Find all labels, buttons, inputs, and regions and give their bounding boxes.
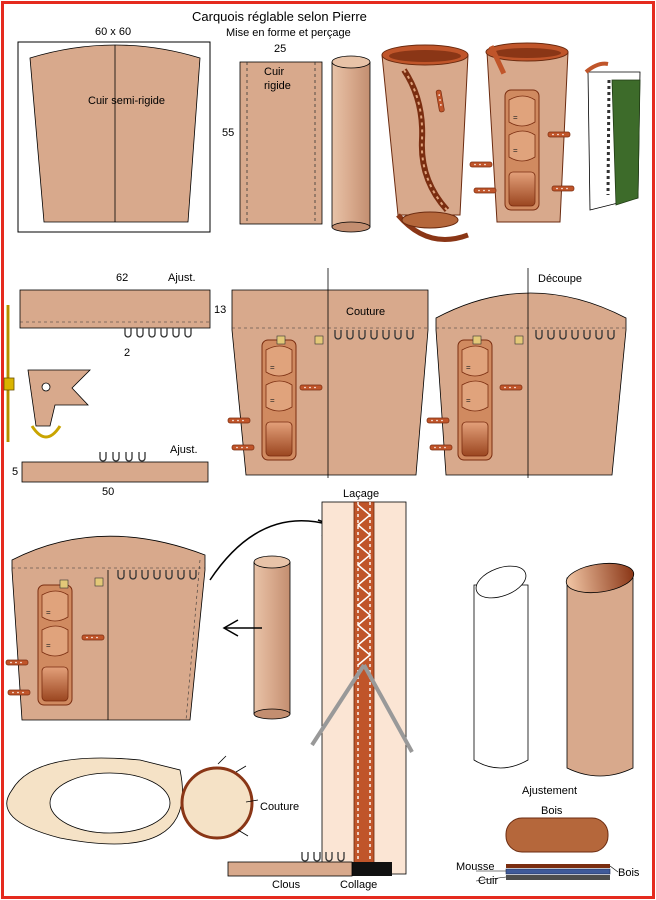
- diagram-subtitle: Mise en forme et perçage: [226, 27, 351, 39]
- label-collage: Collage: [340, 879, 378, 891]
- quiver-view-side: [469, 42, 575, 223]
- label-60x60: 60 x 60: [95, 26, 132, 38]
- sewn-panel: [227, 268, 429, 478]
- cuir-layer: [506, 875, 610, 880]
- cut-panel: [426, 268, 627, 478]
- label-cuir-semi-rigide: Cuir semi-rigide: [88, 95, 166, 107]
- label-mousse: Mousse: [456, 861, 495, 873]
- label-bois-top: Bois: [541, 805, 563, 817]
- label-cuir-layer: Cuir: [478, 875, 499, 887]
- label-5: 5: [12, 466, 19, 478]
- label-couture-ring: Couture: [260, 801, 300, 813]
- quiver-view-lacing: [584, 61, 641, 211]
- quiver-view-front: [381, 44, 469, 242]
- rolled-tube: [253, 555, 291, 720]
- bois-layer: [506, 864, 610, 868]
- label-cuir: Cuir: [264, 66, 285, 78]
- label-ajust-bottom: Ajust.: [170, 444, 198, 456]
- label-clous: Clous: [272, 879, 301, 891]
- label-2: 2: [124, 347, 131, 359]
- top-strap-62x13: [19, 289, 211, 329]
- diagram-title: Carquois réglable selon Pierre: [192, 9, 367, 24]
- label-13: 13: [214, 304, 227, 316]
- label-couture-top: Couture: [346, 306, 386, 318]
- label-55: 55: [222, 127, 235, 139]
- left-arrow: [222, 619, 262, 637]
- label-ajust-top: Ajust.: [168, 272, 196, 284]
- bottom-strap-50x5: [21, 461, 209, 483]
- label-rigide: rigide: [264, 80, 291, 92]
- bottom-strap-hooks: [99, 451, 146, 462]
- mousse-layer: [505, 868, 611, 875]
- cuir-rigide-roll: [331, 55, 371, 233]
- ring-pattern: [6, 755, 259, 845]
- buckle-and-ring: [3, 305, 91, 442]
- lacing-strip: [227, 501, 414, 877]
- label-decoupe: Découpe: [538, 273, 583, 285]
- label-25: 25: [274, 43, 287, 55]
- label-bois-side: Bois: [618, 867, 640, 879]
- label-lacage: Laçage: [343, 488, 380, 500]
- label-50: 50: [102, 486, 115, 498]
- label-62: 62: [116, 272, 129, 284]
- curved-arrow: [209, 520, 331, 581]
- tube-outline: [473, 565, 529, 769]
- tube-leather: [565, 562, 635, 777]
- top-strap-hooks: [124, 327, 192, 338]
- assembled-panel: [5, 535, 206, 721]
- label-ajustement: Ajustement: [522, 785, 578, 797]
- cuir-rigide-rectangle: [239, 61, 323, 225]
- bois-block: [505, 817, 609, 853]
